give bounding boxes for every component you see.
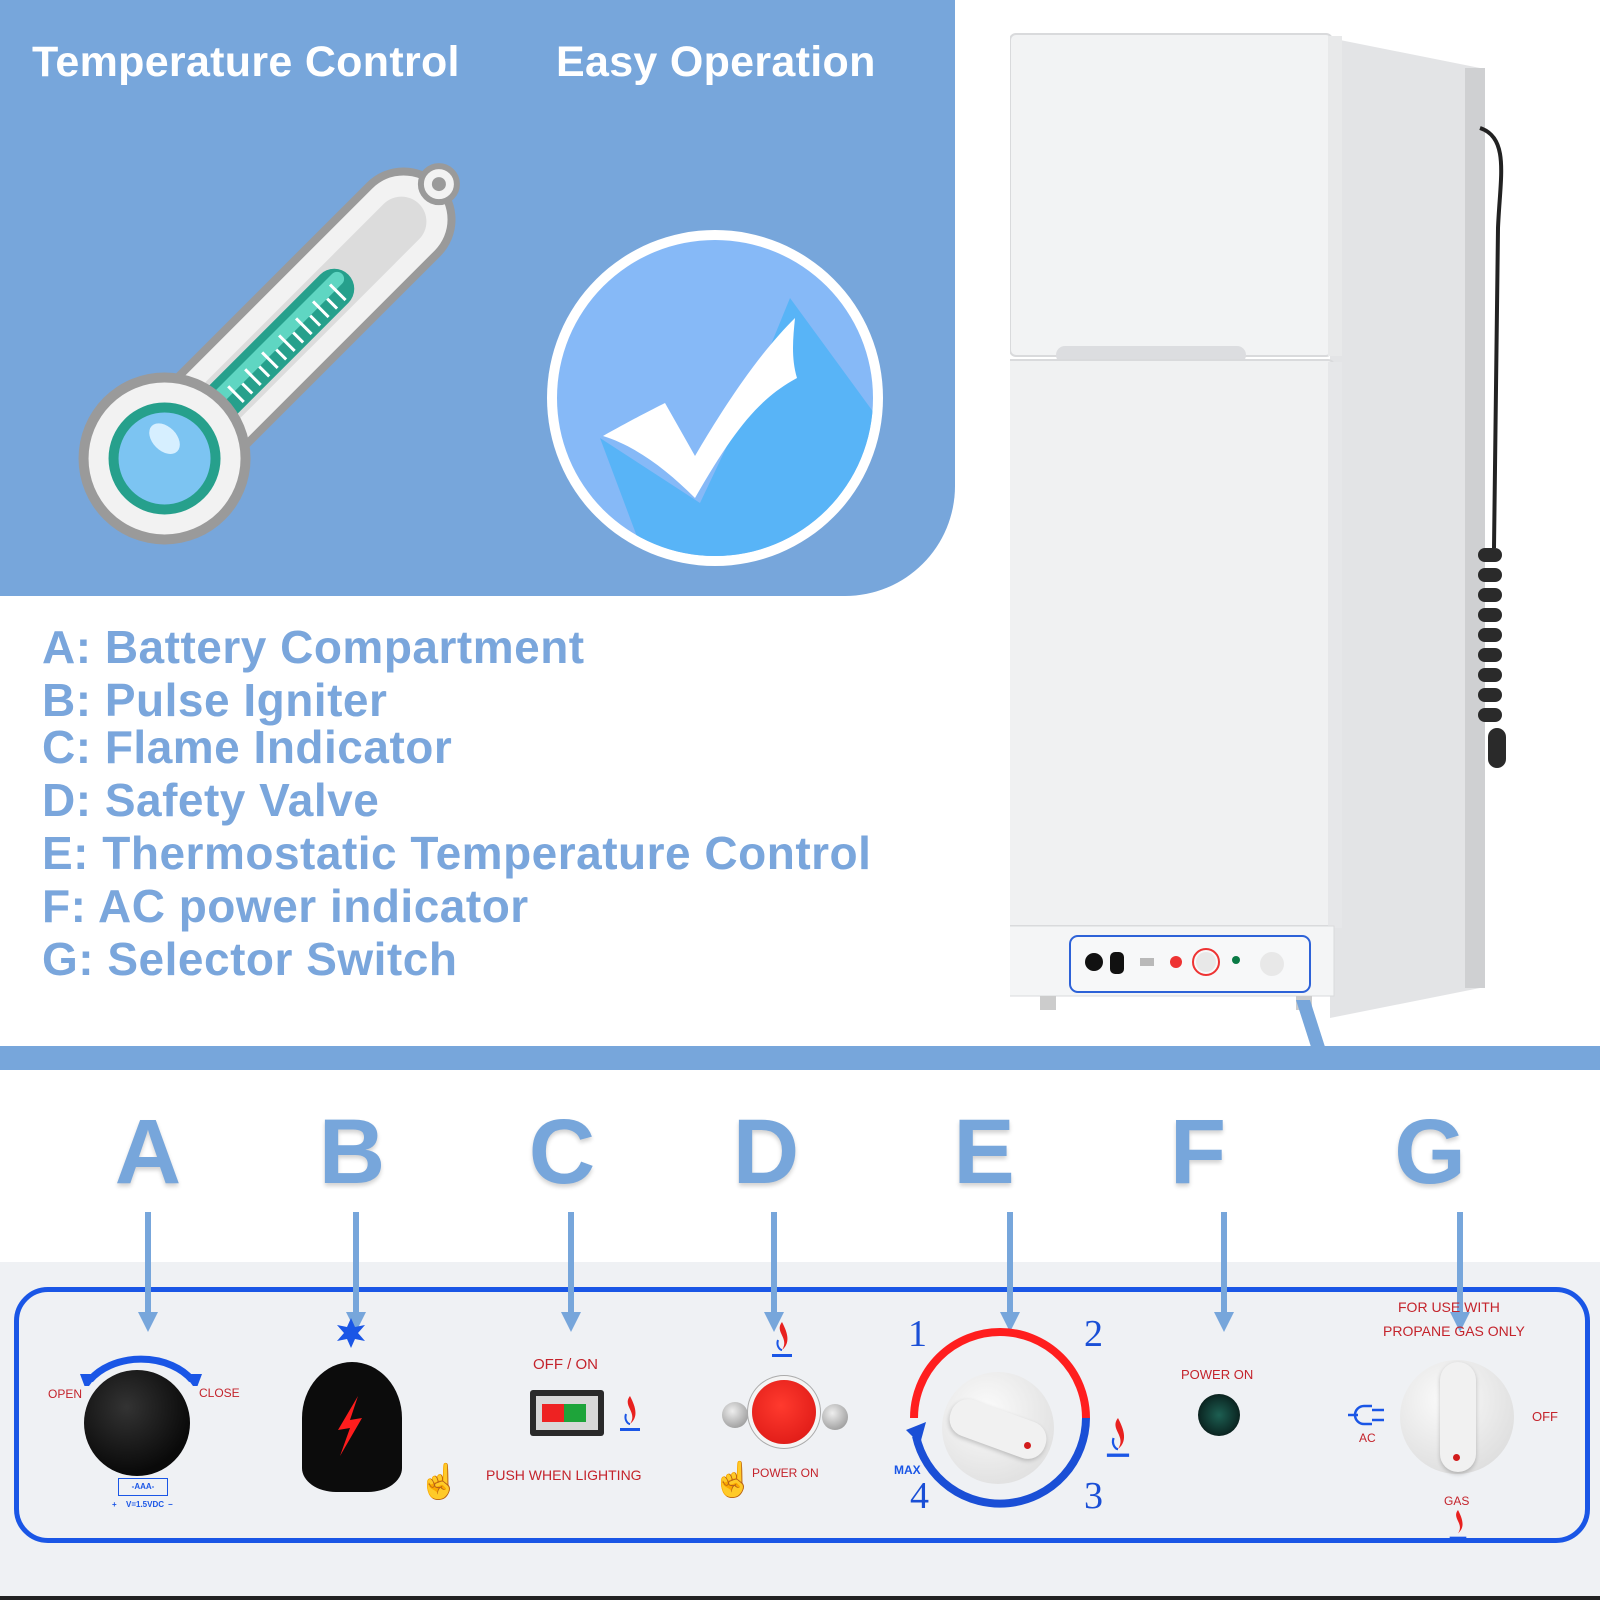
arrow-down-icon: [1000, 1212, 1020, 1332]
legend-item-c: C: Flame Indicator: [42, 721, 453, 773]
refrigerator-image: [1010, 33, 1506, 1018]
arrow-down-icon: [138, 1212, 158, 1332]
thermostat-setting-1: 1: [908, 1313, 927, 1355]
ac-plug-icon: [1348, 1404, 1384, 1426]
label-letter-b: B: [318, 1101, 386, 1203]
legend-item-e: E: Thermostatic Temperature Control: [42, 827, 872, 879]
screw-icon: [822, 1404, 848, 1430]
thermostat-setting-3: 3: [1084, 1475, 1103, 1517]
temperature-scale-ring: [906, 1328, 1090, 1508]
lightning-bolt-icon: [338, 1396, 362, 1456]
push-hand-icon: ☝: [712, 1461, 755, 1499]
selector-ac-label: AC: [1359, 1431, 1376, 1445]
legend-item-a: A: Battery Compartment: [42, 621, 585, 673]
close-label: CLOSE: [199, 1386, 240, 1400]
thermometer-icon: [78, 163, 460, 545]
legend-item-g: G: Selector Switch: [42, 933, 458, 985]
thermostat-knob[interactable]: [942, 1372, 1054, 1484]
safety-valve-button[interactable]: [752, 1380, 816, 1444]
temperature-control-title: Temperature Control: [32, 38, 460, 86]
max-label: MAX: [894, 1463, 921, 1477]
legend-item-b: B: Pulse Igniter: [42, 674, 388, 726]
label-letter-g: G: [1394, 1101, 1466, 1203]
ac-power-on-label: POWER ON: [1181, 1367, 1254, 1382]
easy-operation-title: Easy Operation: [556, 38, 876, 86]
battery-icon: -AAA-: [118, 1478, 168, 1496]
propane-warning-line2: PROPANE GAS ONLY: [1383, 1323, 1525, 1339]
screw-icon: [722, 1402, 748, 1428]
arrow-down-icon: [346, 1212, 366, 1332]
label-letter-f: F: [1169, 1101, 1227, 1203]
arrow-down-icon: [764, 1212, 784, 1332]
callout-pointer-icon: [1296, 1000, 1326, 1050]
safety-valve-power-on-label: POWER ON: [752, 1466, 819, 1480]
battery-compartment-knob[interactable]: [84, 1370, 190, 1476]
checkmark-badge-icon: [547, 230, 883, 566]
battery-plus: +: [112, 1500, 117, 1509]
spark-star-icon: [337, 1318, 365, 1348]
rotate-arc-icon: [80, 1355, 202, 1386]
push-hand-icon: ☝: [418, 1463, 461, 1501]
arrow-down-icon: [1450, 1212, 1470, 1332]
selector-gas-label: GAS: [1444, 1494, 1470, 1508]
battery-minus: −: [168, 1500, 173, 1509]
label-letter-c: C: [528, 1101, 596, 1203]
push-when-lighting-label: PUSH WHEN LIGHTING: [486, 1467, 642, 1483]
ac-power-indicator-light: [1198, 1394, 1240, 1436]
battery-voltage: V=1.5VDC: [126, 1500, 165, 1509]
off-on-label: OFF / ON: [533, 1356, 598, 1373]
label-letter-a: A: [114, 1101, 182, 1203]
arrow-down-icon: [1214, 1212, 1234, 1332]
flame-icon: [620, 1396, 640, 1431]
bottom-edge: [0, 1596, 1600, 1600]
legend-item-d: D: Safety Valve: [42, 774, 380, 826]
flame-icon: [1449, 1510, 1467, 1540]
label-letter-d: D: [732, 1101, 800, 1203]
control-panel-frame: [14, 1287, 1590, 1543]
selector-off-label: OFF: [1532, 1409, 1558, 1424]
flame-icon: [772, 1322, 792, 1357]
selector-switch-knob[interactable]: [1400, 1360, 1514, 1474]
open-label: OPEN: [48, 1387, 83, 1401]
legend-item-f: F: AC power indicator: [42, 880, 529, 932]
arrow-down-icon: [561, 1212, 581, 1332]
thermostat-setting-2: 2: [1084, 1313, 1103, 1355]
label-letter-e: E: [953, 1101, 1015, 1203]
separator-band: [0, 1046, 1600, 1070]
flame-indicator-window: [530, 1390, 604, 1436]
propane-warning-line1: FOR USE WITH: [1398, 1299, 1500, 1315]
thermostat-setting-4: 4: [910, 1475, 929, 1517]
flame-icon: [1106, 1418, 1130, 1457]
